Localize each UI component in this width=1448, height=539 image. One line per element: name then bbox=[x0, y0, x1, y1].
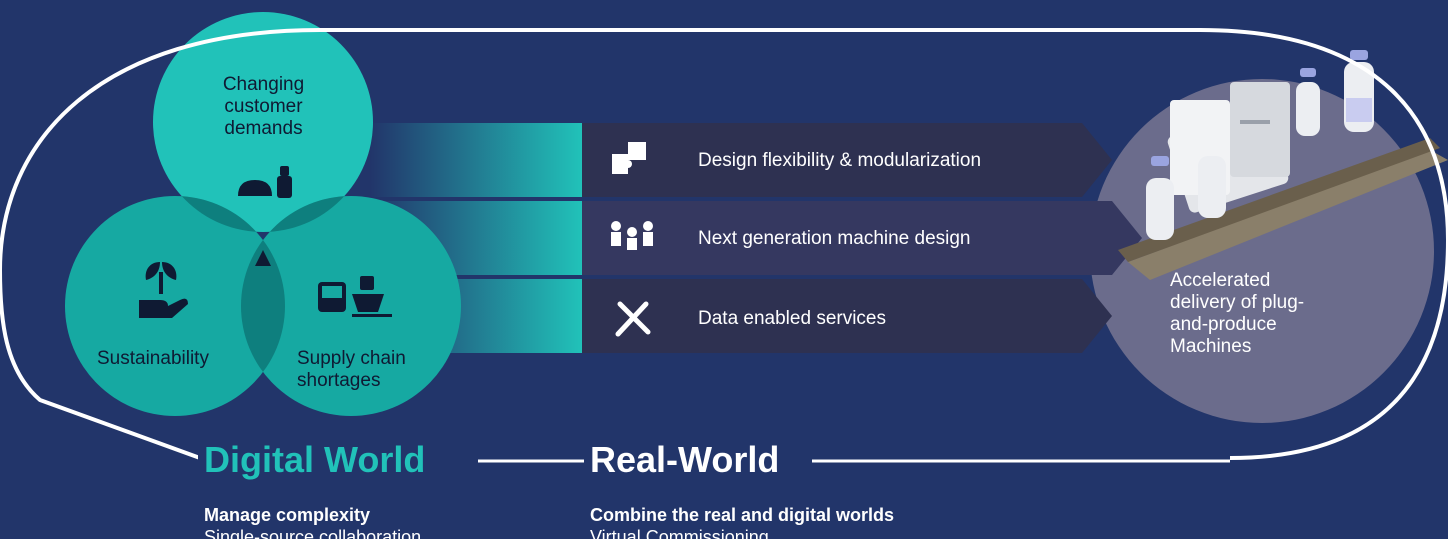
tools-icon bbox=[612, 298, 660, 338]
digital-world-text: Single-source collaboration bbox=[204, 527, 422, 539]
digital-world-heading: Manage complexity bbox=[204, 505, 371, 525]
puzzle-icon bbox=[610, 140, 658, 180]
solution-label-1: Design flexibility & modularization bbox=[698, 150, 982, 171]
world-loop-frame bbox=[0, 28, 1448, 460]
stream-1 bbox=[370, 123, 582, 197]
plant-hand-icon bbox=[139, 262, 188, 318]
outcome-label: Accelerated delivery of plug-and-produce… bbox=[1170, 270, 1305, 357]
challenge-top-label: Changing customer demands bbox=[222, 74, 305, 139]
solution-label-2: Next generation machine design bbox=[698, 228, 971, 249]
truck-ship-icon bbox=[318, 276, 392, 317]
challenge-right-label: Supply chain shortages bbox=[297, 348, 406, 391]
challenge-left-label: Sustainability bbox=[97, 348, 209, 369]
real-world-heading: Combine the real and digital worlds bbox=[590, 505, 895, 525]
team-icon bbox=[608, 218, 656, 258]
solution-bar-2 bbox=[582, 201, 1142, 275]
real-world-text: Virtual Commissioning bbox=[590, 527, 769, 539]
real-world-title: Real-World bbox=[584, 440, 786, 480]
solution-bar-3 bbox=[582, 279, 1112, 353]
solution-label-3: Data enabled services bbox=[698, 308, 886, 329]
solution-bar-1 bbox=[582, 123, 1112, 197]
food-bottle-icon bbox=[238, 166, 292, 198]
digital-world-title: Digital World bbox=[198, 440, 432, 480]
bottling-machine-illustration bbox=[1118, 50, 1448, 280]
